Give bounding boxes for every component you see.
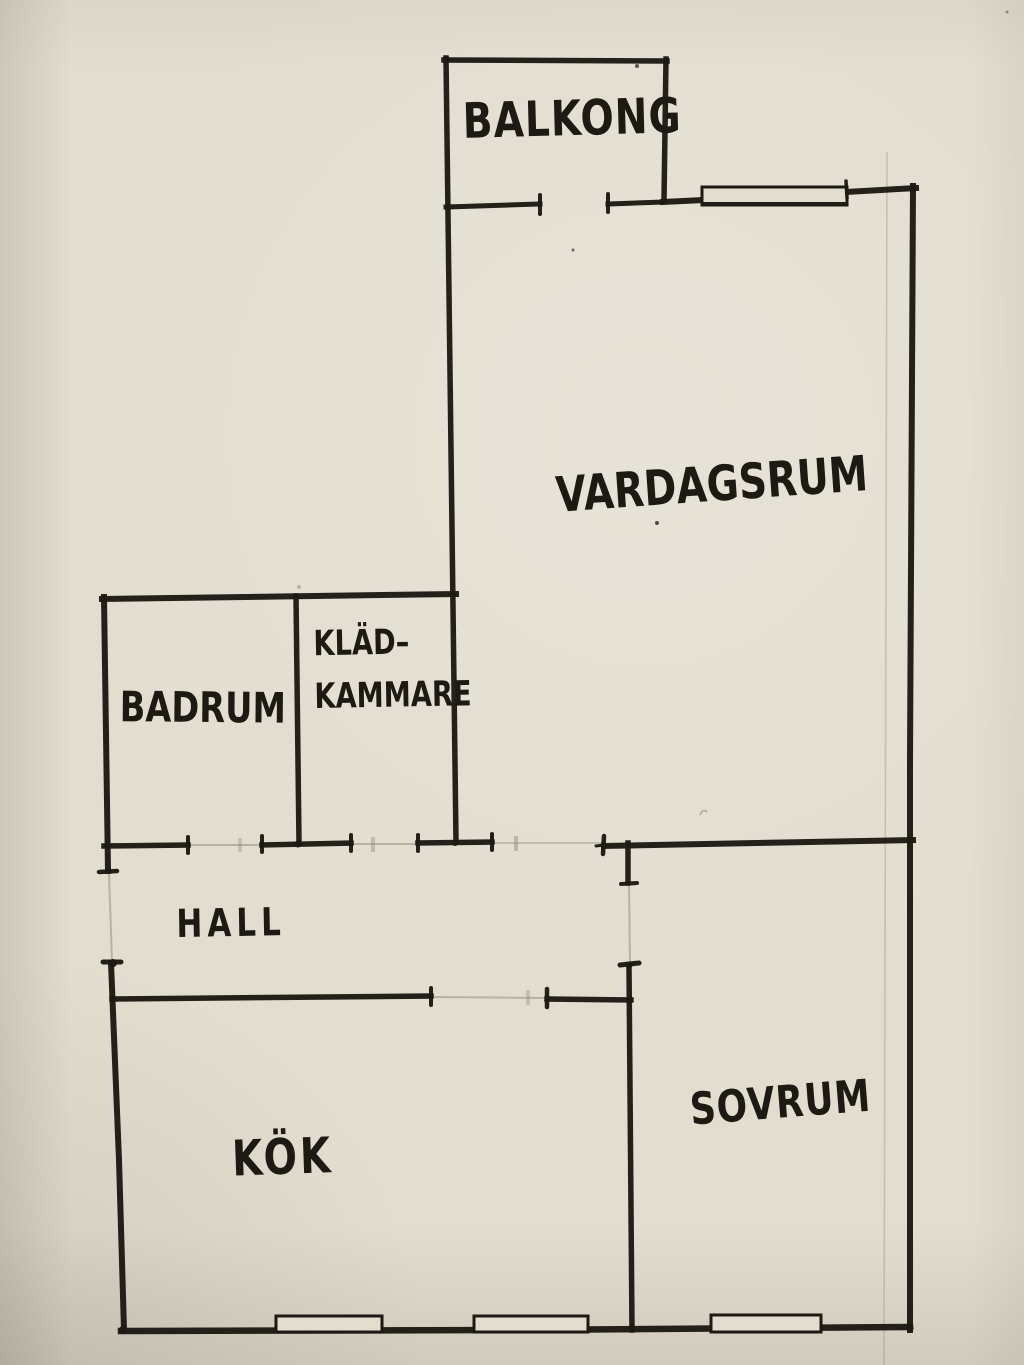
windows xyxy=(274,179,849,1334)
wall-vardagsrum-left xyxy=(443,55,459,845)
wall-balkong-bottom-right xyxy=(605,199,668,207)
paper-crease xyxy=(883,151,888,1365)
wall-badrum-klad-divider xyxy=(293,593,302,846)
wall-hall-top-b xyxy=(259,840,354,848)
door-jamb-entrance-top xyxy=(96,868,120,875)
label-badrum: BADRUM xyxy=(119,684,287,734)
wall-left-lower xyxy=(107,959,128,1334)
window-jamb-vardagsrum-right xyxy=(844,179,849,200)
wall-sovrum-top xyxy=(600,836,917,850)
window-kok-1 xyxy=(274,1314,384,1334)
room-kok xyxy=(115,999,631,1329)
pencil-guide-lines xyxy=(108,585,708,1005)
door-jamb-sovrum-top xyxy=(619,881,639,886)
wall-kok-top-b xyxy=(544,996,634,1003)
ink-specks xyxy=(571,10,1009,525)
label-kladkammare-line1: KLÄD– xyxy=(313,621,410,664)
wall-left-badrum xyxy=(100,593,112,875)
wall-balkong-top xyxy=(441,57,670,64)
wall-right-exterior xyxy=(907,182,917,1333)
room-vardagsrum xyxy=(456,195,911,842)
wall-sovrum-left-lower xyxy=(626,964,635,1333)
ink-junction-blobs xyxy=(109,56,914,1334)
wall-kok-top-a xyxy=(109,993,434,1002)
wall-balkong-right xyxy=(661,56,669,204)
window-sovrum xyxy=(709,1313,823,1334)
wall-vardagsrum-top-right xyxy=(842,184,920,196)
label-balkong: BALKONG xyxy=(462,88,683,151)
interior-walls xyxy=(96,593,917,1333)
wall-hall-top-a xyxy=(101,842,191,849)
wall-balkong-bottom-left xyxy=(443,201,543,210)
wall-vardagsrum-top-left xyxy=(659,196,707,206)
label-kok: KÖK xyxy=(231,1126,335,1188)
balcony-walls xyxy=(441,56,670,216)
pencil-dot xyxy=(297,585,301,589)
label-kladkammare: KLÄD– KAMMARE xyxy=(313,615,472,722)
wall-badrum-top xyxy=(98,590,460,603)
label-kladkammare-line2: KAMMARE xyxy=(313,672,472,716)
window-kok-2 xyxy=(472,1314,590,1334)
label-hall: HALL xyxy=(176,900,287,947)
